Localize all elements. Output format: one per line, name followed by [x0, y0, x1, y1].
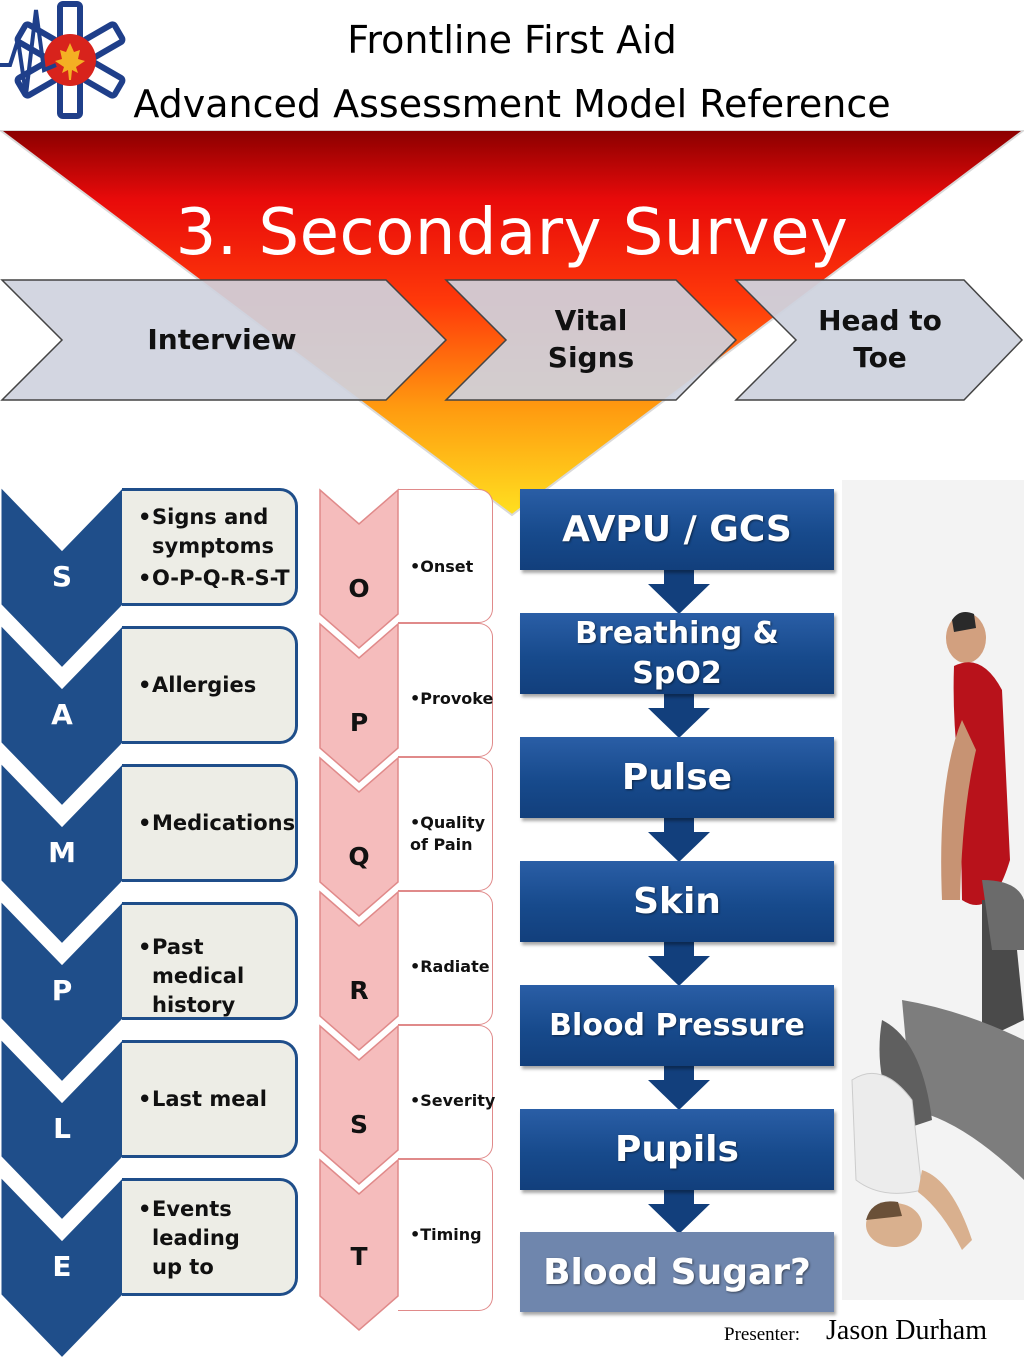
heartbeat-line-icon	[0, 9, 57, 96]
presenter-label: Presenter:	[724, 1324, 800, 1345]
sample-detail-box: Events leading up to	[122, 1178, 298, 1296]
opqrst-detail-box: •Onset	[398, 489, 493, 623]
opqrst-item: •Radiate	[410, 957, 490, 976]
opqrst-letter: R	[349, 976, 369, 1005]
logo	[0, 1, 126, 119]
opqrst-letter: P	[349, 708, 369, 737]
opqrst-chevron-column	[319, 488, 399, 1331]
opqrst-item: •Severity	[410, 1091, 496, 1110]
opqrst-letter: T	[350, 1242, 368, 1271]
down-arrow-icon	[648, 942, 710, 986]
opqrst-letter: O	[348, 574, 370, 603]
star-of-life-icon	[14, 1, 126, 119]
sample-detail-box: Signs and symptoms O-P-Q-R-S-T	[122, 488, 298, 606]
vital-step-breathing: Breathing & SpO2	[520, 613, 834, 694]
section-heading: 3. Secondary Survey	[175, 196, 849, 270]
sample-letter: M	[48, 836, 76, 869]
sample-detail-box: Medications	[122, 764, 298, 882]
process-step-vital-signs	[444, 279, 738, 401]
process-step-head-to-toe	[734, 279, 1024, 401]
sample-item: Medications	[138, 809, 295, 838]
sample-item: Last meal	[138, 1085, 295, 1114]
opqrst-detail-box: •Radiate	[398, 891, 493, 1025]
sample-letter: A	[51, 698, 73, 731]
sample-item: Signs and symptoms	[138, 503, 295, 561]
opqrst-detail-box: •Provoke	[398, 623, 493, 757]
sample-item: Events leading up to	[138, 1195, 295, 1282]
opqrst-detail-box: •Timing	[398, 1159, 493, 1311]
process-chevrons	[0, 279, 1024, 401]
vital-step-skin: Skin	[520, 861, 834, 942]
sample-detail-box: Allergies	[122, 626, 298, 744]
sample-letter: L	[53, 1112, 71, 1145]
opqrst-item: •Onset	[410, 557, 474, 576]
vital-step-blood-pressure: Blood Pressure	[520, 985, 834, 1066]
vital-step-pulse: Pulse	[520, 737, 834, 818]
down-arrow-icon	[648, 818, 710, 862]
down-arrow-icon	[648, 570, 710, 614]
opqrst-detail-box: •Quality of Pain	[398, 757, 493, 891]
sample-detail-box: Past medical history	[122, 902, 298, 1020]
vital-step-blood-sugar: Blood Sugar?	[520, 1232, 834, 1312]
opqrst-letter: S	[349, 1110, 368, 1139]
sample-letter: S	[51, 560, 73, 593]
down-arrow-icon	[648, 1190, 710, 1234]
patient-assessment-photo	[842, 480, 1024, 1300]
sample-letter: E	[52, 1250, 72, 1283]
opqrst-detail-box: •Severity	[398, 1025, 496, 1159]
sample-item: Allergies	[138, 671, 295, 700]
vital-step-pupils: Pupils	[520, 1109, 834, 1190]
sample-letter: P	[51, 974, 73, 1007]
sample-detail-box: Last meal	[122, 1040, 298, 1158]
opqrst-letter: Q	[348, 842, 370, 871]
header-subtitle: Advanced Assessment Model Reference	[133, 82, 891, 126]
vital-step-avpu-gcs: AVPU / GCS	[520, 489, 834, 570]
sample-item: O-P-Q-R-S-T	[138, 564, 295, 593]
sample-item: Past medical history	[138, 933, 295, 1020]
sample-chevron-column	[0, 485, 124, 1362]
header-title: Frontline First Aid	[347, 18, 677, 62]
down-arrow-icon	[648, 694, 710, 738]
presenter-name: Jason Durham	[826, 1315, 987, 1346]
opqrst-item: •Quality of Pain	[410, 813, 486, 854]
process-step-interview	[0, 279, 448, 401]
opqrst-item: •Provoke	[410, 689, 494, 708]
down-arrow-icon	[648, 1066, 710, 1110]
opqrst-item: •Timing	[410, 1225, 482, 1244]
process-step-label: Interview	[147, 323, 297, 356]
